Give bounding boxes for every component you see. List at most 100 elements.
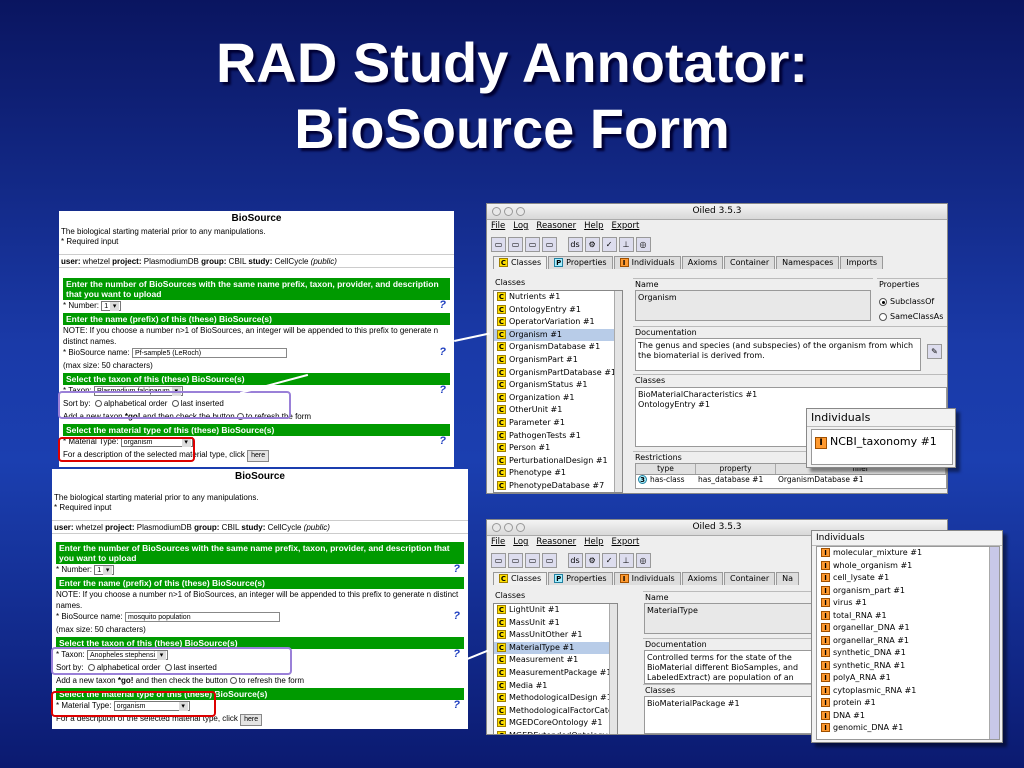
help-icon[interactable]: ? <box>439 299 446 311</box>
tab-axioms[interactable]: Axioms <box>681 572 724 585</box>
superclass-item[interactable]: OntologyEntry #1 <box>638 400 710 409</box>
help-icon[interactable]: ? <box>439 435 446 447</box>
menu-help[interactable]: Help <box>584 221 604 231</box>
tab-container[interactable]: Container <box>724 256 776 269</box>
hierarchy-icon[interactable]: ⊥ <box>618 237 634 252</box>
gear-icon[interactable]: ⚙ <box>584 553 600 568</box>
biosource-name-input[interactable]: mosquito population <box>124 611 280 622</box>
menu-log[interactable]: Log <box>513 537 529 547</box>
scrollbar[interactable] <box>609 604 617 734</box>
ds-icon[interactable]: ds <box>567 553 583 568</box>
gear-icon[interactable]: ⚙ <box>584 237 600 252</box>
print-icon[interactable]: ▭ <box>542 553 557 568</box>
settings-icon[interactable]: ◎ <box>635 237 651 252</box>
help-icon[interactable]: ? <box>453 648 460 660</box>
save-icon[interactable]: ▭ <box>508 237 523 252</box>
material-type-select[interactable]: organism <box>113 700 190 711</box>
go-link[interactable]: *go! <box>117 676 134 685</box>
help-icon[interactable]: ? <box>453 699 460 711</box>
check-icon[interactable]: ✓ <box>601 553 617 568</box>
scrollbar[interactable] <box>614 291 622 492</box>
here-button[interactable]: here <box>240 714 263 726</box>
save-icon[interactable]: ▭ <box>508 553 523 568</box>
zoom-icon[interactable] <box>516 207 525 216</box>
close-icon[interactable] <box>492 207 501 216</box>
print-icon[interactable]: ▭ <box>542 237 557 252</box>
tab-imports[interactable]: Imports <box>840 256 884 269</box>
help-icon[interactable]: ? <box>453 563 460 575</box>
menu-file[interactable]: File <box>491 221 506 231</box>
menu-reasoner[interactable]: Reasoner <box>536 537 577 547</box>
refresh-radio[interactable] <box>229 677 237 685</box>
folder-icon[interactable]: ▭ <box>525 237 540 252</box>
check-icon[interactable]: ✓ <box>601 237 617 252</box>
menu-export[interactable]: Export <box>611 221 640 231</box>
hierarchy-icon[interactable]: ⊥ <box>618 553 634 568</box>
close-icon[interactable] <box>492 523 501 532</box>
menu-file[interactable]: File <box>491 537 506 547</box>
number-select[interactable]: 1 <box>101 300 122 311</box>
superclass-item[interactable]: BioMaterialCharacteristics #1 <box>638 390 758 399</box>
open-icon[interactable]: ▭ <box>491 553 506 568</box>
tab-axioms[interactable]: Axioms <box>681 256 724 269</box>
sameclassas-option[interactable]: SameClassAs <box>879 309 943 324</box>
menu-reasoner[interactable]: Reasoner <box>536 221 577 231</box>
documentation-field[interactable]: The genus and species (and subspecies) o… <box>635 338 921 371</box>
minimize-icon[interactable] <box>504 523 513 532</box>
minimize-icon[interactable] <box>504 207 513 216</box>
ds-icon[interactable]: ds <box>567 237 583 252</box>
help-icon[interactable]: ? <box>439 346 446 358</box>
refresh-radio[interactable] <box>236 413 244 421</box>
menu-log[interactable]: Log <box>513 221 529 231</box>
documentation-field[interactable]: Controlled terms for the state of the Bi… <box>644 650 819 684</box>
list-item[interactable]: CMGEDExtendedOntology #1 <box>494 730 617 734</box>
folder-icon[interactable]: ▭ <box>525 553 540 568</box>
go-link[interactable]: *go! <box>124 412 141 421</box>
edit-icon[interactable]: ✎ <box>927 344 942 359</box>
name-field[interactable]: Organism <box>635 290 871 321</box>
superclasses-field[interactable]: BioMaterialPackage #1 <box>644 696 819 734</box>
sort-last-radio[interactable] <box>171 400 179 408</box>
superclass-item[interactable]: BioMaterialPackage #1 <box>647 699 740 708</box>
sort-alpha-radio[interactable] <box>94 400 102 408</box>
taxon-select[interactable]: Anopheles stephensi <box>87 649 168 660</box>
zoom-icon[interactable] <box>516 523 525 532</box>
help-icon[interactable]: ? <box>439 384 446 396</box>
